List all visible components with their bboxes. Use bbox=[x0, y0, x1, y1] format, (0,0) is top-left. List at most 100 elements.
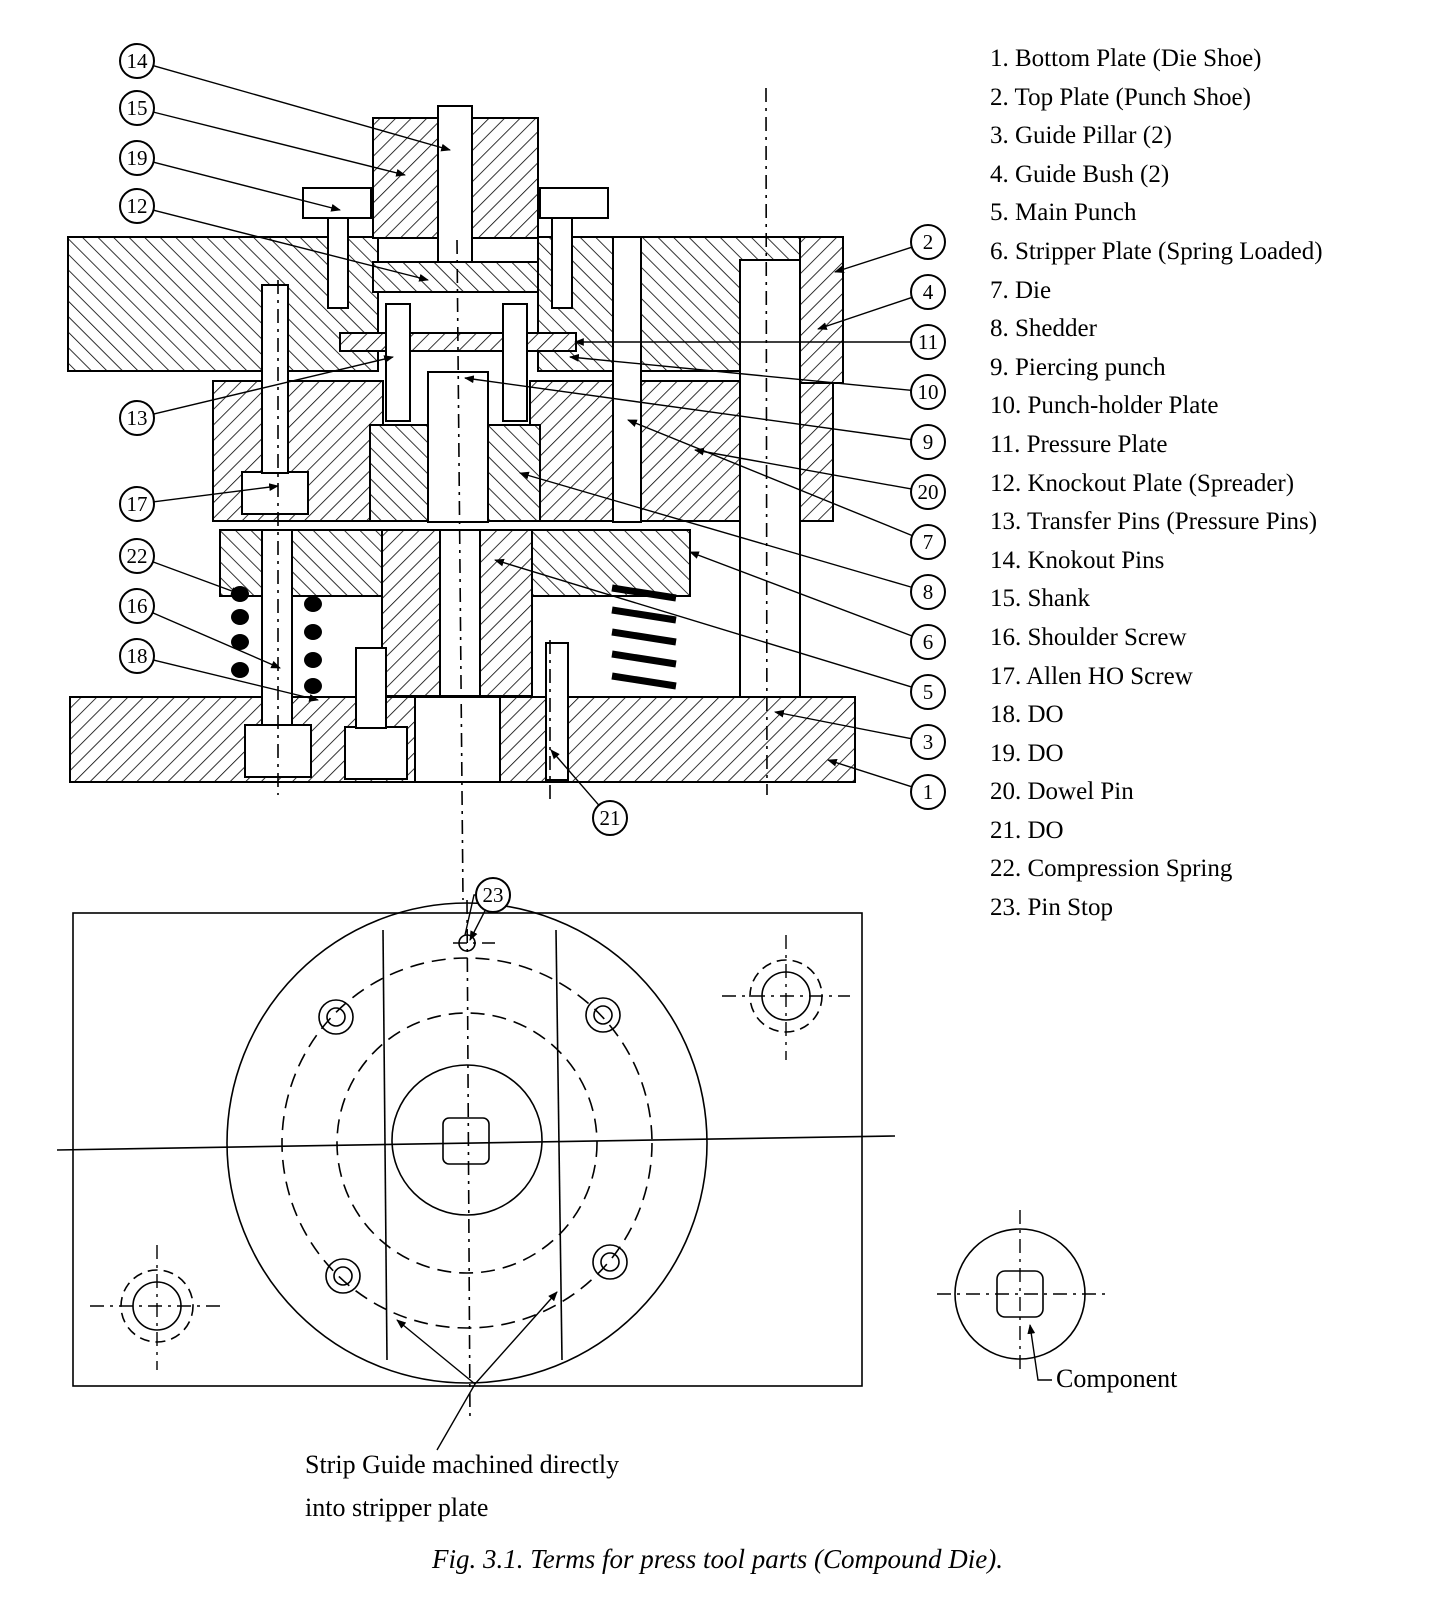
component-label: Component bbox=[1056, 1364, 1178, 1393]
bottom-bore bbox=[414, 696, 501, 783]
callout-leader-20 bbox=[694, 447, 912, 490]
callout-19: 19 bbox=[119, 140, 155, 176]
legend-item: 4. Guide Bush (2) bbox=[990, 160, 1170, 188]
callout-leader-8 bbox=[519, 471, 912, 588]
callout-21: 21 bbox=[592, 800, 628, 836]
callout-number: 8 bbox=[923, 580, 934, 604]
callout-9: 9 bbox=[910, 424, 946, 460]
legend-item: 17. Allen HO Screw bbox=[990, 662, 1193, 690]
callout-number: 12 bbox=[127, 194, 148, 218]
callout-14: 14 bbox=[119, 43, 155, 79]
legend-item: 21. DO bbox=[990, 816, 1064, 844]
legend-item: 7. Die bbox=[990, 276, 1052, 304]
callout-16: 16 bbox=[119, 588, 155, 624]
knockout-plate bbox=[372, 261, 539, 293]
callout-17: 17 bbox=[119, 486, 155, 522]
callout-number: 17 bbox=[127, 492, 148, 516]
callout-12: 12 bbox=[119, 188, 155, 224]
callout-leader-4 bbox=[817, 296, 913, 330]
strip-guide-label-line1: Strip Guide machined directly bbox=[305, 1450, 620, 1479]
guide-bush bbox=[799, 236, 844, 384]
callout-18: 18 bbox=[119, 638, 155, 674]
callout-number: 16 bbox=[127, 594, 148, 618]
legend-item: 15. Shank bbox=[990, 585, 1090, 613]
callout-5: 5 bbox=[910, 674, 946, 710]
cap-screw-right-head bbox=[539, 187, 609, 219]
callout-11: 11 bbox=[910, 324, 946, 360]
callout-leader-18 bbox=[153, 659, 319, 702]
dowel-pin-20 bbox=[612, 236, 642, 523]
cap-screw-left-body bbox=[327, 217, 349, 309]
legend-item: 16. Shoulder Screw bbox=[990, 623, 1187, 651]
legend-item: 12. Knockout Plate (Spreader) bbox=[990, 469, 1295, 497]
legend-item: 18. DO bbox=[990, 701, 1064, 729]
callout-number: 15 bbox=[127, 96, 148, 120]
callout-leader-6 bbox=[689, 551, 913, 637]
callout-15: 15 bbox=[119, 90, 155, 126]
dowel-pin-21 bbox=[545, 642, 569, 781]
strip-guide-label-line2: into stripper plate bbox=[305, 1493, 489, 1522]
callout-number: 6 bbox=[923, 630, 934, 654]
callout-leader-12 bbox=[153, 209, 429, 282]
callout-leader-19 bbox=[153, 161, 341, 212]
legend-item: 23. Pin Stop bbox=[990, 894, 1113, 922]
legend-item: 13. Transfer Pins (Pressure Pins) bbox=[990, 508, 1318, 536]
callout-leader-21 bbox=[550, 749, 600, 806]
callout-number: 21 bbox=[600, 806, 621, 830]
transfer-pin-left bbox=[385, 303, 411, 422]
dashed-circle-inner bbox=[336, 1012, 598, 1274]
callout-number: 11 bbox=[918, 330, 938, 354]
legend-item: 1. Bottom Plate (Die Shoe) bbox=[990, 45, 1262, 72]
center-lines bbox=[277, 87, 768, 1421]
callout-6: 6 bbox=[910, 624, 946, 660]
transfer-pin-right bbox=[502, 303, 528, 422]
callout-leaders bbox=[152, 64, 913, 941]
callout-number: 22 bbox=[127, 544, 148, 568]
screw-left-body bbox=[261, 284, 289, 474]
callout-leader-9 bbox=[464, 375, 912, 441]
legend-item: 20. Dowel Pin bbox=[990, 778, 1134, 806]
callout-leader-13 bbox=[153, 355, 394, 415]
callout-leader-22 bbox=[152, 561, 241, 595]
bottom-plate-right bbox=[489, 696, 856, 783]
punch-circle bbox=[391, 1064, 543, 1216]
callout-number: 1 bbox=[923, 780, 934, 804]
compression-spring-right bbox=[611, 584, 677, 690]
callout-leader-15 bbox=[153, 111, 406, 177]
callout-leader-14 bbox=[153, 64, 451, 152]
callout-22: 22 bbox=[119, 538, 155, 574]
callout-number: 5 bbox=[923, 680, 934, 704]
section-view bbox=[67, 105, 856, 783]
callout-8: 8 bbox=[910, 574, 946, 610]
cap-screw-right-body bbox=[551, 217, 573, 309]
plan-view bbox=[56, 902, 1086, 1387]
callout-2: 2 bbox=[910, 224, 946, 260]
callout-leader-5 bbox=[494, 558, 912, 688]
callout-leader-2 bbox=[834, 246, 913, 274]
parts-legend: 1. Bottom Plate (Die Shoe)2. Top Plate (… bbox=[990, 40, 1430, 928]
legend-item: 3. Guide Pillar (2) bbox=[990, 122, 1172, 150]
callout-number: 2 bbox=[923, 230, 934, 254]
knockout-pin bbox=[437, 105, 473, 263]
callout-3: 3 bbox=[910, 724, 946, 760]
callout-number: 14 bbox=[127, 49, 149, 73]
callout-number: 13 bbox=[127, 406, 148, 430]
callout-number: 9 bbox=[923, 430, 934, 454]
legend-item: 14. Knokout Pins bbox=[990, 546, 1165, 574]
callout-20: 20 bbox=[910, 474, 946, 510]
callout-leader-7 bbox=[627, 419, 913, 537]
punch-square bbox=[442, 1117, 490, 1165]
callout-number: 7 bbox=[923, 530, 934, 554]
stripper-outline bbox=[226, 902, 708, 1384]
callout-leader-3 bbox=[774, 709, 912, 740]
legend-item: 22. Compression Spring bbox=[990, 855, 1233, 883]
callout-number: 4 bbox=[923, 280, 934, 304]
figure-caption: Fig. 3.1. Terms for press tool parts (Co… bbox=[431, 1544, 1004, 1574]
dashed-circle-outer bbox=[281, 957, 653, 1329]
screw-18-body bbox=[355, 647, 387, 729]
legend-item: 11. Pressure Plate bbox=[990, 430, 1168, 458]
top-plate bbox=[67, 236, 379, 372]
allen-screw-17 bbox=[241, 471, 309, 515]
